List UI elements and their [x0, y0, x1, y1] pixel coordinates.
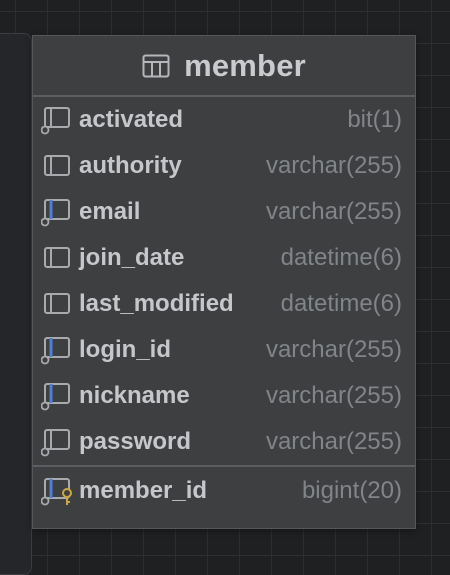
column-row-login-id[interactable]: login_id varchar(255)	[33, 327, 415, 373]
column-icon	[44, 155, 70, 176]
column-name: activated	[79, 106, 184, 133]
column-name: authority	[79, 152, 182, 179]
column-name: member_id	[79, 477, 208, 504]
column-name: password	[79, 428, 192, 455]
column-row-activated[interactable]: activated bit(1)	[33, 97, 415, 143]
column-name: nickname	[79, 382, 190, 409]
column-type: bit(1)	[347, 106, 402, 133]
column-name: join_date	[79, 244, 185, 271]
column-icon	[44, 293, 70, 314]
column-type: varchar(255)	[265, 382, 402, 409]
nullable-column-icon	[41, 107, 70, 135]
table-icon	[142, 54, 170, 77]
column-row-password[interactable]: password varchar(255)	[33, 419, 415, 465]
column-icon	[44, 247, 70, 268]
table-title: member	[184, 47, 306, 83]
column-row-last-modified[interactable]: last_modified datetime(6)	[33, 281, 415, 327]
primary-key-column-icon	[41, 478, 72, 506]
column-type: varchar(255)	[265, 198, 402, 225]
column-row-nickname[interactable]: nickname varchar(255)	[33, 373, 415, 419]
column-name: last_modified	[79, 290, 234, 317]
column-row-member-id[interactable]: member_id bigint(20)	[33, 467, 415, 515]
side-panel	[0, 33, 32, 575]
column-type: bigint(20)	[301, 477, 402, 504]
column-type: datetime(6)	[280, 290, 402, 317]
column-type: varchar(255)	[265, 428, 402, 455]
indexed-nullable-column-icon	[41, 337, 70, 365]
column-type: varchar(255)	[265, 336, 402, 363]
indexed-nullable-column-icon	[41, 383, 70, 411]
column-row-join-date[interactable]: join_date datetime(6)	[33, 235, 415, 281]
column-row-email[interactable]: email varchar(255)	[33, 189, 415, 235]
table-node-member[interactable]: member activated bit(1) authority varcha…	[32, 35, 416, 529]
column-row-authority[interactable]: authority varchar(255)	[33, 143, 415, 189]
primary-key-divider	[33, 465, 415, 467]
column-list: activated bit(1) authority varchar(255) …	[33, 97, 415, 515]
column-type: varchar(255)	[265, 152, 402, 179]
table-header[interactable]: member	[33, 36, 415, 97]
column-type: datetime(6)	[280, 244, 402, 271]
indexed-nullable-column-icon	[41, 199, 70, 227]
nullable-column-icon	[41, 429, 70, 457]
column-name: email	[79, 198, 141, 225]
column-name: login_id	[79, 336, 171, 363]
